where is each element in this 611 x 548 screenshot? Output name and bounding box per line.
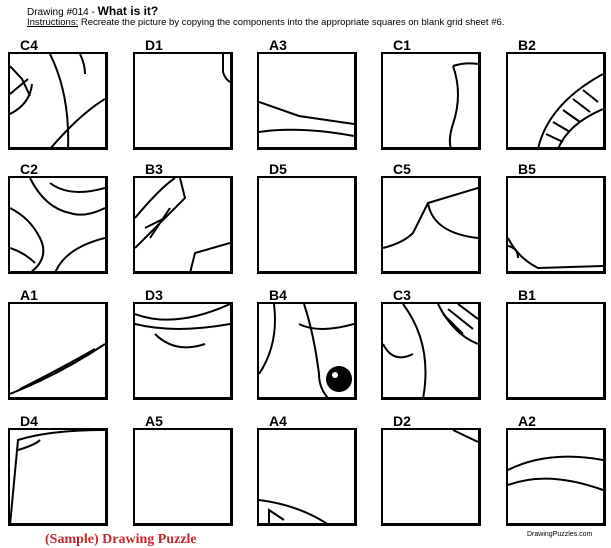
drawing-square xyxy=(506,428,606,526)
line-art xyxy=(135,304,230,349)
line-art xyxy=(135,178,230,271)
cell-label: D2 xyxy=(393,413,411,429)
instructions: Instructions: Recreate the picture by co… xyxy=(27,17,504,28)
drawing-square xyxy=(8,302,108,400)
drawing-title: Drawing #014 - What is it? xyxy=(27,4,158,18)
drawing-square xyxy=(506,176,606,274)
eye xyxy=(326,366,352,392)
line-art xyxy=(10,343,105,395)
cell-label: A2 xyxy=(518,413,536,429)
drawing-square xyxy=(8,428,108,526)
drawing-square xyxy=(8,176,108,274)
line-art xyxy=(383,187,478,249)
cell-label: B1 xyxy=(518,287,536,303)
cell-label: C3 xyxy=(393,287,411,303)
drawing-square xyxy=(133,176,233,274)
site-credit: DrawingPuzzles.com xyxy=(527,531,593,538)
drawing-square xyxy=(381,302,481,400)
line-art xyxy=(508,304,603,397)
cell-label: A1 xyxy=(20,287,38,303)
drawing-square xyxy=(8,52,108,150)
cell-label: A4 xyxy=(269,413,287,429)
drawing-square xyxy=(257,52,357,150)
drawing-square xyxy=(133,428,233,526)
cell-label: D4 xyxy=(20,413,38,429)
cell-label: B3 xyxy=(145,161,163,177)
cell-label: B4 xyxy=(269,287,287,303)
line-art xyxy=(508,237,603,270)
drawing-square xyxy=(257,176,357,274)
line-art xyxy=(135,430,230,523)
cell-label: D3 xyxy=(145,287,163,303)
cell-label: B2 xyxy=(518,37,536,53)
cell-label: D5 xyxy=(269,161,287,177)
cell-label: C2 xyxy=(20,161,38,177)
sample-caption: (Sample) Drawing Puzzle xyxy=(45,532,197,547)
question: What is it? xyxy=(97,4,159,18)
cell-label: A5 xyxy=(145,413,163,429)
line-art xyxy=(259,101,354,137)
cell-label: C1 xyxy=(393,37,411,53)
drawing-square xyxy=(257,302,357,400)
instructions-text: Recreate the picture by copying the comp… xyxy=(78,17,505,28)
instructions-label: Instructions: xyxy=(27,17,79,28)
drawing-square xyxy=(506,302,606,400)
drawing-square xyxy=(257,428,357,526)
cell-label: D1 xyxy=(145,37,163,53)
line-art xyxy=(448,62,478,147)
line-art xyxy=(222,54,230,83)
drawing-square xyxy=(133,52,233,150)
cell-label: B5 xyxy=(518,161,536,177)
drawing-square xyxy=(381,176,481,274)
line-art xyxy=(259,499,328,523)
drawing-square xyxy=(381,428,481,526)
line-art xyxy=(259,178,354,271)
line-art xyxy=(383,304,478,397)
drawing-square xyxy=(506,52,606,150)
line-art xyxy=(10,178,105,271)
line-art xyxy=(537,73,603,147)
line-art xyxy=(508,455,603,491)
cell-label: A3 xyxy=(269,37,287,53)
line-art xyxy=(452,430,478,443)
drawing-square xyxy=(381,52,481,150)
cell-label: C5 xyxy=(393,161,411,177)
line-art xyxy=(10,54,105,147)
line-art xyxy=(259,304,354,397)
cell-label: C4 xyxy=(20,37,38,53)
line-art xyxy=(10,430,105,523)
drawing-number: Drawing #014 - xyxy=(27,7,98,18)
drawing-square xyxy=(133,302,233,400)
